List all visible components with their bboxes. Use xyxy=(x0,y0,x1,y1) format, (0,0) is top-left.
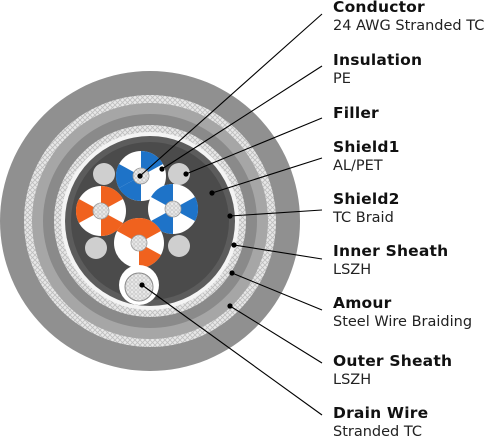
label-subtitle: AL/PET xyxy=(333,158,383,174)
label-outer-sheath: Outer Sheath LSZH xyxy=(333,352,452,390)
label-title: Outer Sheath xyxy=(333,352,453,370)
filler xyxy=(93,163,115,185)
label-amour: Amour Steel Wire Braiding xyxy=(333,294,472,332)
leader-dots xyxy=(137,166,237,309)
filler xyxy=(85,237,107,259)
leader-lines xyxy=(139,13,323,416)
label-subtitle: 24 AWG Stranded TC xyxy=(333,18,485,34)
label-subtitle: Steel Wire Braiding xyxy=(333,314,473,330)
label-inner-sheath: Inner Sheath LSZH xyxy=(333,242,448,280)
label-title: Insulation xyxy=(333,51,423,69)
label-title: Inner Sheath xyxy=(333,242,449,260)
twisted-pair-orange-left xyxy=(75,185,126,237)
label-title: Conductor xyxy=(333,0,425,16)
label-subtitle: TC Braid xyxy=(333,210,394,226)
label-subtitle: LSZH xyxy=(333,372,372,388)
filler xyxy=(168,163,190,185)
label-subtitle: PE xyxy=(333,71,351,87)
label-shield2: Shield2 TC Braid xyxy=(333,190,400,228)
label-title: Filler xyxy=(333,104,379,122)
label-conductor: Conductor 24 AWG Stranded TC xyxy=(333,0,484,36)
label-title: Amour xyxy=(333,294,392,312)
label-insulation: Insulation PE xyxy=(333,51,422,89)
label-shield1: Shield1 AL/PET xyxy=(333,138,400,176)
label-title: Shield1 xyxy=(333,138,400,156)
label-title: Drain Wire xyxy=(333,404,429,422)
label-drain-wire: Drain Wire Stranded TC xyxy=(333,404,428,442)
label-title: Shield2 xyxy=(333,190,400,208)
label-subtitle: Stranded TC xyxy=(333,424,422,440)
label-subtitle: LSZH xyxy=(333,262,372,278)
twisted-pair-orange-bottom xyxy=(114,217,164,269)
drain-wire xyxy=(119,265,159,305)
twisted-pair-blue-right xyxy=(148,183,199,235)
filler xyxy=(168,235,190,257)
label-filler: Filler xyxy=(333,104,379,123)
